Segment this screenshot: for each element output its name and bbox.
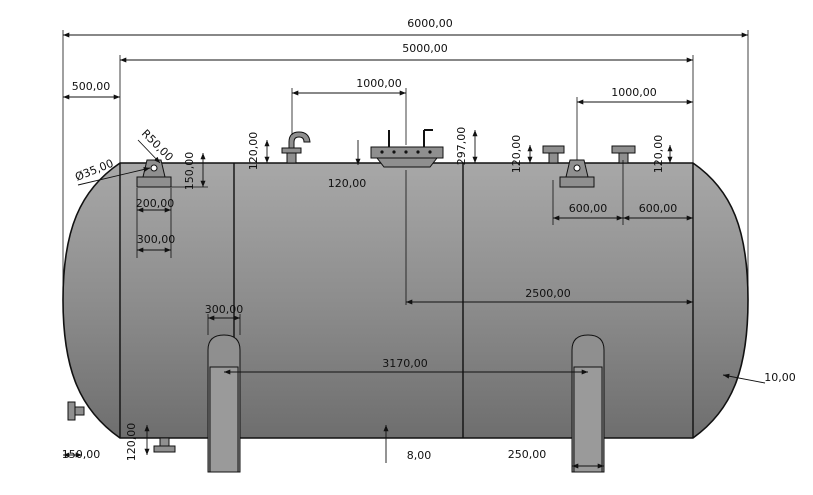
vent-elbow-nozzle [281, 131, 311, 164]
dim-nozzle-spacing-right: 1000,00 [611, 86, 657, 99]
flange-nozzle-1 [542, 145, 565, 164]
dim-lug-spacing-b: 600,00 [639, 202, 678, 215]
dim-nozzle-height-3: 120,00 [652, 135, 665, 174]
dim-lug-width-300: 300,00 [137, 233, 176, 246]
dim-center-to-shell-end: 2500,00 [525, 287, 571, 300]
dim-drain-height: 120,00 [125, 423, 138, 462]
dim-lug-spacing-a: 600,00 [569, 202, 608, 215]
manhole [370, 129, 444, 168]
dim-head-thickness: 10,00 [764, 371, 796, 384]
dim-saddle-base: 250,00 [508, 448, 547, 461]
dim-lug-radius: R50,00 [139, 127, 176, 164]
flange-nozzle-2 [611, 145, 636, 164]
dim-head-depth: 500,00 [72, 80, 111, 93]
dim-manhole-neck: 120,00 [328, 177, 367, 190]
lifting-lug-left [136, 159, 172, 188]
dim-lug-height: 150,00 [183, 152, 196, 191]
dim-shell-thickness: 8,00 [407, 449, 432, 462]
dim-lug-width-200: 200,00 [136, 197, 175, 210]
dim-shell-length: 5000,00 [402, 42, 448, 55]
dim-overall-length: 6000,00 [407, 17, 453, 30]
dimension-lines [62, 30, 766, 469]
dim-drain-offset: 150,00 [62, 448, 101, 461]
dim-manhole-height: 297,00 [455, 127, 468, 166]
saddle-left [207, 334, 241, 473]
dim-nozzle-spacing-left: 1000,00 [356, 77, 402, 90]
drain-nozzle-side [67, 401, 85, 421]
dim-saddle-width: 300,00 [205, 303, 244, 316]
lifting-lug-right [559, 159, 595, 188]
drain-nozzle-bottom [153, 437, 176, 453]
dim-nozzle-height-2: 120,00 [510, 135, 523, 174]
dim-saddle-spacing: 3170,00 [382, 357, 428, 370]
dim-nozzle-height-1: 120,00 [247, 132, 260, 171]
saddle-right [571, 334, 605, 473]
